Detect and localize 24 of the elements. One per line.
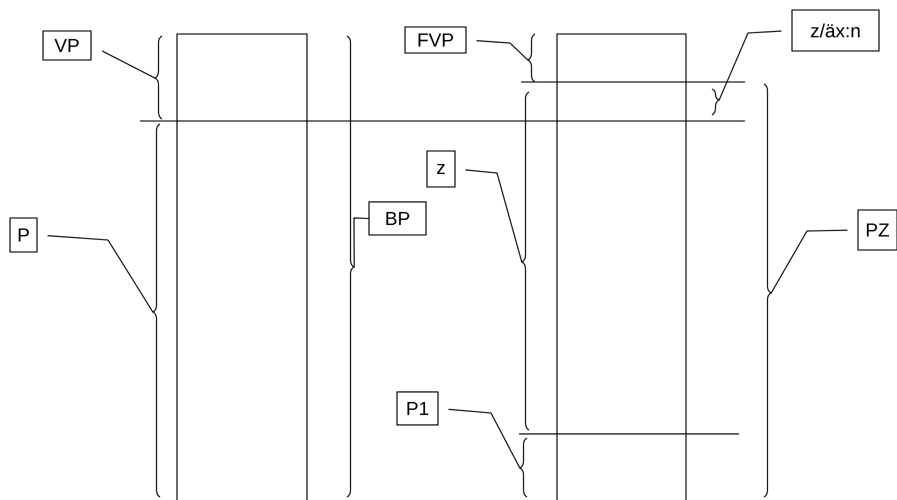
curly-brace: [346, 36, 355, 498]
label-box: P1: [396, 391, 439, 426]
label-box: z/äx:n: [791, 9, 880, 52]
leader-line: [353, 217, 368, 267]
label-box: VP: [42, 30, 92, 61]
label-box: PZ: [857, 209, 897, 251]
curly-brace: [527, 34, 536, 82]
leader-line: [48, 235, 154, 312]
leader-line: [476, 40, 528, 60]
label-box: FVP: [404, 26, 467, 54]
label-box: P: [9, 217, 38, 253]
curly-brace: [521, 92, 530, 430]
leader-line: [448, 408, 520, 468]
label-box: z: [426, 150, 456, 188]
leader-line: [770, 230, 848, 294]
curly-brace: [152, 124, 160, 498]
curly-brace: [519, 438, 528, 498]
leader-line: [718, 30, 782, 100]
curly-brace: [712, 88, 720, 116]
leader-line: [465, 169, 522, 262]
curly-brace: [154, 36, 162, 120]
label-box: BP: [368, 201, 427, 236]
curly-brace: [764, 84, 772, 498]
leader-line: [102, 50, 156, 78]
